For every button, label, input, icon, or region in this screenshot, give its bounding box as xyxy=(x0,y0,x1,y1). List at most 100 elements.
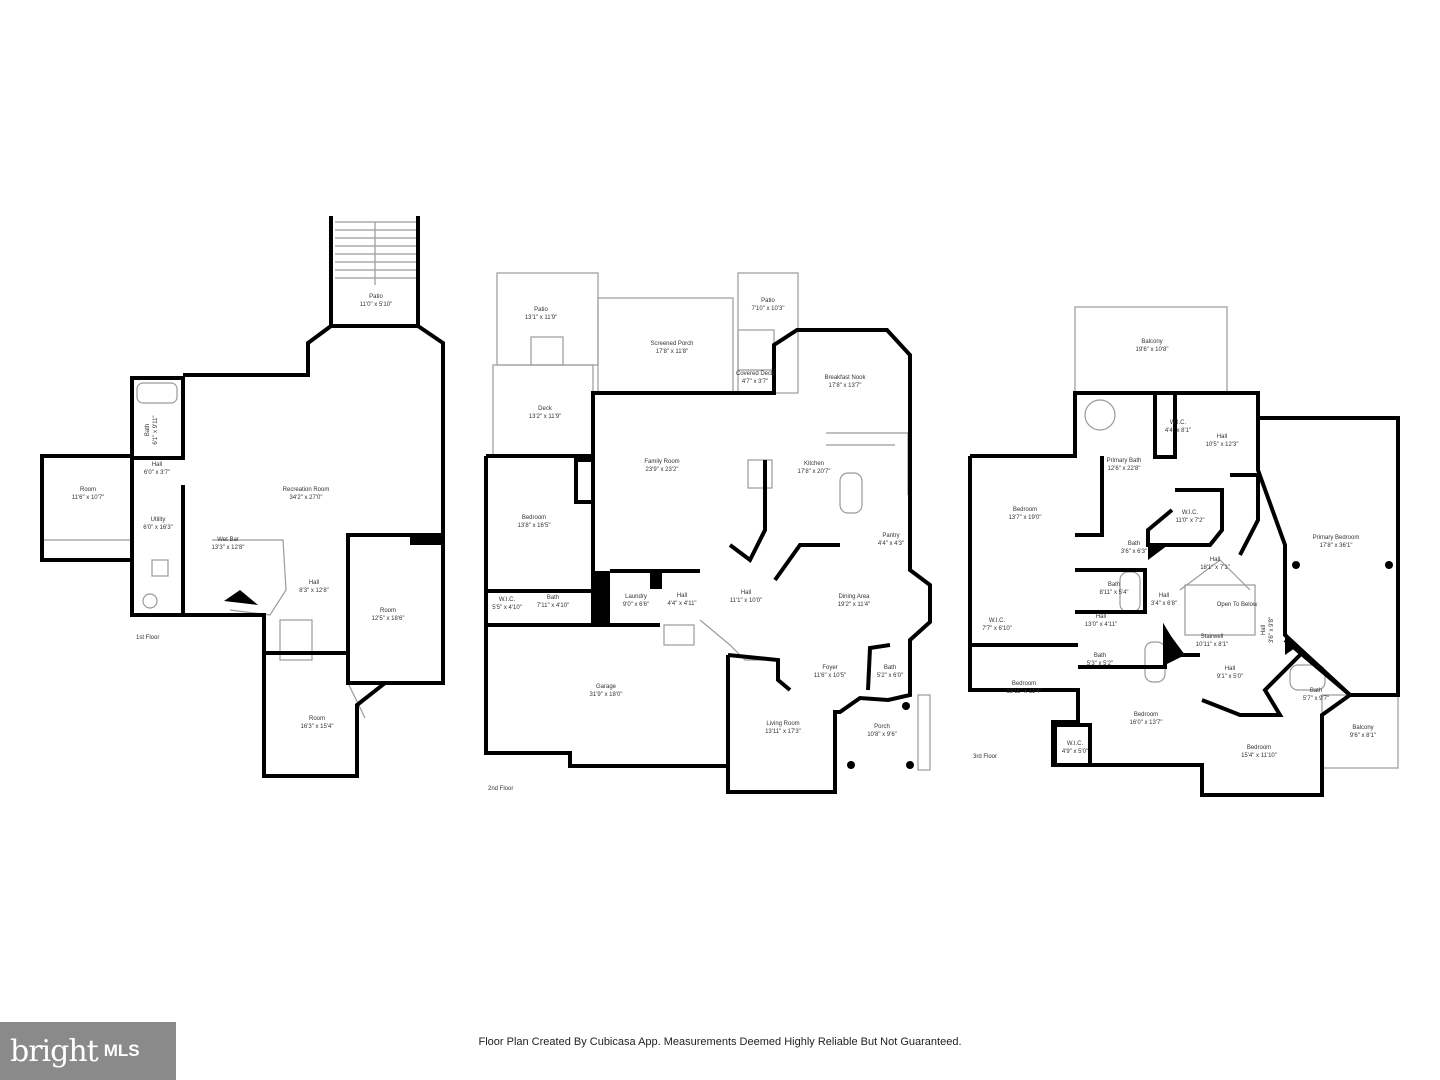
room-label: Stairwell 10'11" x 8'1" xyxy=(1196,633,1228,649)
room-name: Deck xyxy=(538,406,552,412)
room-dimensions: 7'11" x 4'10" xyxy=(536,603,570,609)
room-dimensions: 10'11" x 8'1" xyxy=(1195,642,1229,648)
room-name: Hall xyxy=(1095,614,1107,620)
room-name: Utility xyxy=(150,517,166,523)
room-dimensions: 17'8" x 20'7" xyxy=(797,469,831,475)
room-name: W.I.C. xyxy=(1066,741,1084,747)
room-name: Bath xyxy=(546,595,560,601)
room-name: Bath xyxy=(1093,653,1107,659)
room-dimensions: 13'0" x 4'11" xyxy=(1084,622,1118,628)
room-label: Hall 13'0" x 4'11" xyxy=(1085,613,1117,629)
room-name: Room xyxy=(79,487,96,493)
room-name: Bath xyxy=(1127,541,1141,547)
room-dimensions: 6'1" x 9'11" xyxy=(153,415,159,445)
room-name: Porch xyxy=(874,724,890,730)
room-name: Bath xyxy=(1309,688,1323,694)
wall-fills xyxy=(224,537,1393,769)
room-name: Open To Below xyxy=(1216,602,1258,608)
room-dimensions: 17'8" x 36'1" xyxy=(1319,543,1353,549)
room-dimensions: 8'3" x 12'8" xyxy=(299,588,329,594)
room-label: Primary Bath 12'6" x 22'8" xyxy=(1107,457,1142,473)
room-dimensions: 31'9" x 18'0" xyxy=(589,692,623,698)
room-name: Bath xyxy=(1107,582,1121,588)
room-name: Living Room xyxy=(766,721,800,727)
bright-mls-logo: bright MLS xyxy=(0,1022,176,1080)
disclaimer-footer: Floor Plan Created By Cubicasa App. Meas… xyxy=(478,1036,962,1048)
room-dimensions: 19'6" x 10'8" xyxy=(1135,347,1169,353)
thin-outlines xyxy=(42,221,1399,771)
room-dimensions: 11'6" x 10'5" xyxy=(813,673,847,679)
room-name: Primary Bedroom xyxy=(1312,535,1360,541)
room-dimensions: 7'10" x 10'3" xyxy=(751,306,785,312)
room-name: Bedroom xyxy=(1011,681,1037,687)
room-dimensions: 34'2" x 27'0" xyxy=(289,495,323,501)
room-dimensions: 9'0" x 6'6" xyxy=(622,602,650,608)
room-dimensions: 5'3" x 5'2" xyxy=(1086,661,1114,667)
room-label: W.I.C.4'4" x 8'1" xyxy=(1165,419,1191,435)
room-dimensions: 13'3" x 12'8" xyxy=(211,545,245,551)
room-name: Bath xyxy=(145,423,151,437)
room-name: Stairwell xyxy=(1200,634,1224,640)
room-name: Hall xyxy=(1261,624,1267,636)
room-name: Hall xyxy=(676,593,688,599)
room-name: Dining Area xyxy=(838,594,870,600)
room-name: Foyer xyxy=(822,665,838,671)
room-name: Bedroom xyxy=(1012,507,1038,513)
room-name: Bedroom xyxy=(1133,712,1159,718)
floor-label-1st: 1st Floor xyxy=(136,635,160,641)
room-label: Bedroom 13'7" x 19'0" xyxy=(1009,506,1042,522)
room-dimensions: 8'11" x 5'4" xyxy=(1099,590,1129,596)
room-dimensions: 13'1" x 11'9" xyxy=(524,315,558,321)
room-label: Open To Below xyxy=(1217,601,1258,609)
room-dimensions: 9'1" x 5'0" xyxy=(1216,674,1244,680)
room-dimensions: 13'2" x 11'9" xyxy=(528,414,562,420)
room-name: W.I.C. xyxy=(1181,510,1199,516)
room-dimensions: 16'3" x 15'4" xyxy=(300,724,334,730)
room-dimensions: 5'2" x 6'0" xyxy=(876,673,904,679)
room-dimensions: 13'11" x 17'3" xyxy=(765,729,801,735)
room-name: Patio xyxy=(369,294,383,300)
room-label: W.I.C.4'9" x 5'0" xyxy=(1062,740,1088,756)
room-name: Breakfast Nook xyxy=(824,375,866,381)
room-name: Balcony xyxy=(1141,339,1163,345)
room-dimensions: 3'6" x 9'8" xyxy=(1269,616,1275,644)
room-label: Pantry 4'4" x 4'3" xyxy=(878,532,904,548)
room-name: Hall xyxy=(1158,593,1170,599)
room-dimensions: 13'7" x 19'0" xyxy=(1008,515,1042,521)
room-dimensions: 12'6" x 22'8" xyxy=(1107,466,1141,472)
room-name: Pantry xyxy=(882,533,900,539)
room-name: Bath xyxy=(883,665,897,671)
room-label: Bath 5'2" x 6'0" xyxy=(877,664,903,680)
room-dimensions: 13'11" x 11'4" xyxy=(1006,689,1042,695)
room-dimensions: 4'4" x 4'3" xyxy=(877,541,905,547)
room-label: Bath 5'3" x 5'2" xyxy=(1087,652,1113,668)
room-dimensions: 9'6" x 8'1" xyxy=(1349,733,1377,739)
room-label: Primary Bedroom 17'8" x 36'1" xyxy=(1313,534,1360,550)
room-dimensions: 19'2" x 11'4" xyxy=(837,602,871,608)
room-name: Laundry xyxy=(625,594,647,600)
room-name: Primary Bath xyxy=(1106,458,1142,464)
room-name: Balcony xyxy=(1352,725,1374,731)
